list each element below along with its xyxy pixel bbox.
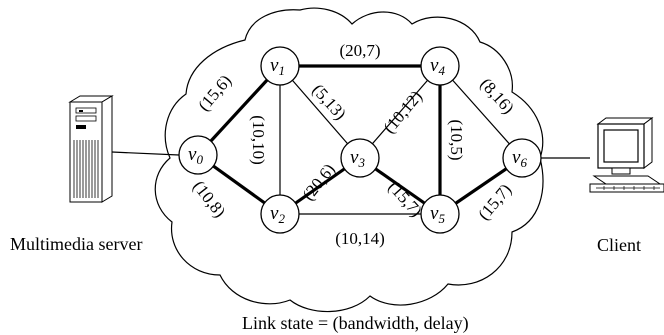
edge-label-v1-v4: (20,7): [339, 41, 380, 60]
node-circle-v2: [260, 194, 300, 234]
node-v3: v3: [340, 138, 380, 178]
node-circle-v5: [420, 194, 460, 234]
node-label-v5: v5: [430, 203, 445, 226]
node-v6: v6: [502, 138, 542, 178]
edge-v1-v3: [279, 65, 361, 159]
node-letter-v1: v: [270, 55, 279, 76]
node-subscript-v0: 0: [196, 152, 203, 167]
node-v1: v1: [260, 46, 300, 86]
node-circle-v3: [340, 138, 380, 178]
node-circle-v6: [502, 138, 542, 178]
server-link: [111, 151, 180, 156]
node-circle-v0: [178, 135, 218, 175]
node-letter-v5: v: [430, 203, 439, 224]
node-subscript-v4: 4: [438, 63, 445, 78]
node-label-v4: v4: [430, 55, 445, 78]
edge-label-v2-v5: (10,14): [335, 229, 385, 248]
edge-v4-v6: [439, 65, 523, 159]
edge-label-v1-v2: (10,10): [249, 115, 268, 165]
node-v0: v0: [178, 135, 218, 175]
node-letter-v6: v: [512, 147, 521, 168]
node-subscript-v5: 5: [438, 211, 445, 226]
node-circle-v4: [420, 46, 460, 86]
caption-text: Link state = (bandwidth, delay): [242, 313, 469, 334]
node-v2: v2: [260, 194, 300, 234]
server-label: Multimedia server: [10, 234, 142, 254]
node-subscript-v2: 2: [278, 211, 285, 226]
node-subscript-v3: 3: [357, 155, 365, 170]
client-label: Client: [597, 235, 641, 255]
node-letter-v3: v: [350, 147, 359, 168]
node-label-v2: v2: [270, 203, 285, 226]
node-circle-v1: [260, 46, 300, 86]
node-subscript-v1: 1: [278, 63, 285, 78]
edge-label-v4-v5: (10,5): [447, 119, 466, 160]
node-v5: v5: [420, 194, 460, 234]
node-label-v0: v0: [188, 144, 203, 167]
node-subscript-v6: 6: [520, 155, 527, 170]
server-icon: [68, 95, 114, 203]
edge-v0-v1: [196, 64, 282, 157]
node-letter-v2: v: [270, 203, 279, 224]
node-label-v3: v3: [350, 147, 365, 170]
node-v4: v4: [420, 46, 460, 86]
node-label-v1: v1: [270, 55, 285, 78]
node-letter-v4: v: [430, 55, 439, 76]
edge-v3-v4: [359, 65, 441, 159]
client-computer-icon: [589, 117, 664, 193]
node-label-v6: v6: [512, 147, 527, 170]
node-letter-v0: v: [188, 144, 197, 165]
